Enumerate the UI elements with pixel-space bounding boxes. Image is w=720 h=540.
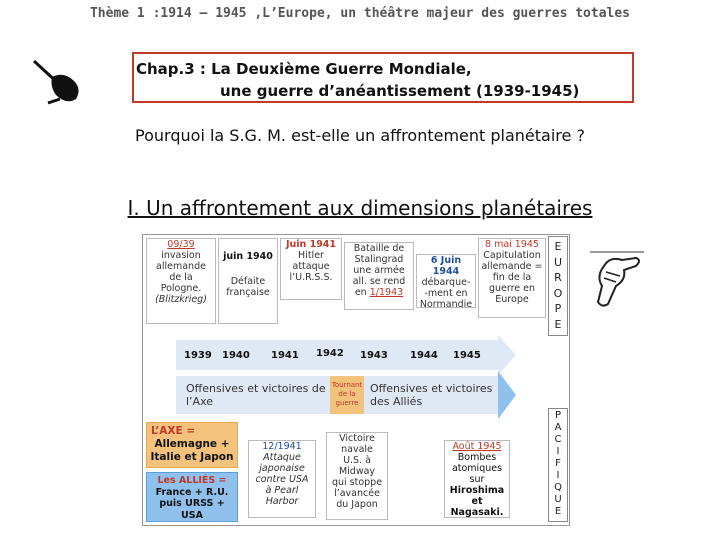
- year-bar-arrow: [498, 335, 516, 375]
- year-label: 1940: [222, 350, 250, 361]
- theme-title: Thème 1 :1914 – 1945 ,L’Europe, un théât…: [89, 6, 631, 21]
- europe-letter: U: [553, 255, 563, 269]
- axis-legend-box: L’AXE = Allemagne +Italie et Japon: [146, 422, 238, 468]
- pacifique-letter: E: [554, 506, 562, 517]
- europe-letter: R: [554, 271, 562, 284]
- year-label: 1945: [453, 350, 481, 361]
- chapter-subtitle: une guerre d’anéantissement (1939-1945): [220, 82, 580, 100]
- axis-phase-band: Offensives et victoires de l’Axe: [176, 376, 330, 414]
- year-label: 1943: [360, 350, 388, 361]
- year-bar: [176, 340, 498, 370]
- pacifique-letter: Q: [554, 482, 562, 493]
- chapter-box: Chap.3 : La Deuxième Guerre Mondiale, un…: [132, 52, 634, 103]
- pacifique-letter: I: [556, 470, 560, 481]
- year-label: 1944: [410, 350, 438, 361]
- pacifique-letter: I: [556, 446, 560, 457]
- pacifique-letter: U: [554, 494, 562, 505]
- pointing-hand-icon: [586, 246, 646, 316]
- europe-letter: O: [553, 286, 563, 300]
- europe-letter: P: [554, 302, 562, 315]
- europe-letter: E: [554, 317, 562, 331]
- europe-label-box: E U R O P E: [548, 236, 568, 336]
- pacifique-letter: P: [554, 410, 562, 421]
- pacifique-letter: A: [554, 422, 562, 433]
- pacifique-label-box: P A C I F I Q U E: [548, 408, 568, 522]
- allies-phase-band: Offensives et victoires des Alliés: [364, 376, 498, 414]
- section-title: I. Un affrontement aux dimensions planét…: [127, 196, 593, 220]
- year-label: 1942: [316, 348, 344, 359]
- pacifique-letter: F: [555, 458, 561, 469]
- europe-letter: E: [554, 240, 562, 253]
- phase-arrow: [498, 371, 516, 419]
- allies-legend-box: Les ALLIÉS = France + R.U.puis URSS +USA: [146, 472, 238, 522]
- year-label: 1941: [271, 350, 299, 361]
- problem-question: Pourquoi la S.G. M. est-elle un affronte…: [135, 126, 585, 145]
- year-label: 1939: [184, 350, 212, 361]
- pacifique-letter: C: [554, 434, 562, 445]
- writing-hand-icon: [30, 55, 86, 105]
- chapter-title: Chap.3 : La Deuxième Guerre Mondiale,: [136, 60, 472, 78]
